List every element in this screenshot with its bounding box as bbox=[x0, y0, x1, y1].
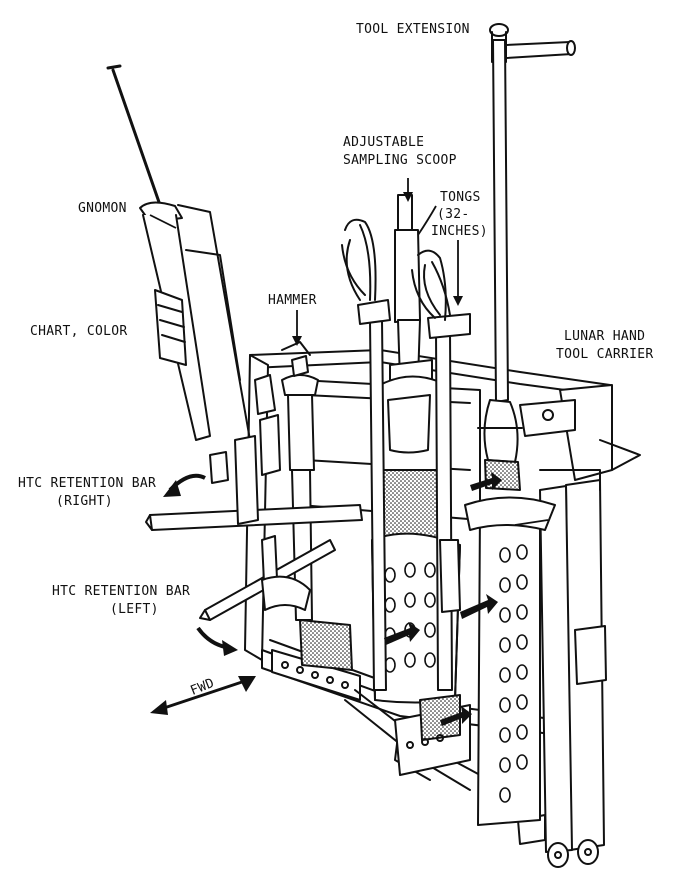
carrier-right-leg bbox=[517, 384, 641, 868]
label-htc-left-line2: (LEFT) bbox=[110, 602, 159, 617]
lower-front-tray bbox=[394, 694, 471, 776]
tool-extension bbox=[477, 23, 576, 491]
htc-retention-bars bbox=[145, 435, 363, 671]
label-htc-right-line2: (RIGHT) bbox=[56, 494, 113, 509]
label-hammer: HAMMER bbox=[268, 293, 317, 308]
label-gnomon: GNOMON bbox=[78, 201, 127, 216]
label-carrier-line2: TOOL CARRIER bbox=[556, 347, 654, 362]
label-htc-right-line1: HTC RETENTION BAR bbox=[18, 476, 157, 491]
tongs-arrowhead bbox=[453, 296, 463, 306]
gnomon-leader bbox=[149, 214, 177, 229]
scoop-arrowhead bbox=[403, 192, 413, 202]
tongs-leader-1 bbox=[417, 205, 437, 236]
fwd-arrow bbox=[150, 676, 256, 715]
label-htc-left-line1: HTC RETENTION BAR bbox=[52, 584, 191, 599]
label-tongs-line2: (32- bbox=[437, 207, 470, 222]
label-sampling-scoop-line1: ADJUSTABLE bbox=[343, 135, 425, 150]
label-tongs-line3: INCHES) bbox=[431, 224, 488, 239]
insertion-arrows bbox=[384, 472, 502, 726]
htc-right-motion-arrow bbox=[163, 473, 206, 497]
label-chart-color: CHART, COLOR bbox=[30, 324, 128, 339]
tongs bbox=[341, 218, 471, 691]
label-tongs-line1: TONGS bbox=[440, 190, 481, 205]
label-tool-extension: TOOL EXTENSION bbox=[356, 22, 470, 37]
gnomon bbox=[106, 64, 251, 445]
sampling-scoop bbox=[379, 194, 441, 546]
label-carrier-line1: LUNAR HAND bbox=[564, 329, 646, 344]
leader-arrowheads bbox=[292, 192, 463, 346]
label-sampling-scoop-line2: SAMPLING SCOOP bbox=[343, 153, 457, 168]
carrier-leader bbox=[514, 519, 549, 526]
htc-left-motion-arrow bbox=[196, 626, 238, 656]
hammer-arrowhead bbox=[292, 336, 302, 346]
